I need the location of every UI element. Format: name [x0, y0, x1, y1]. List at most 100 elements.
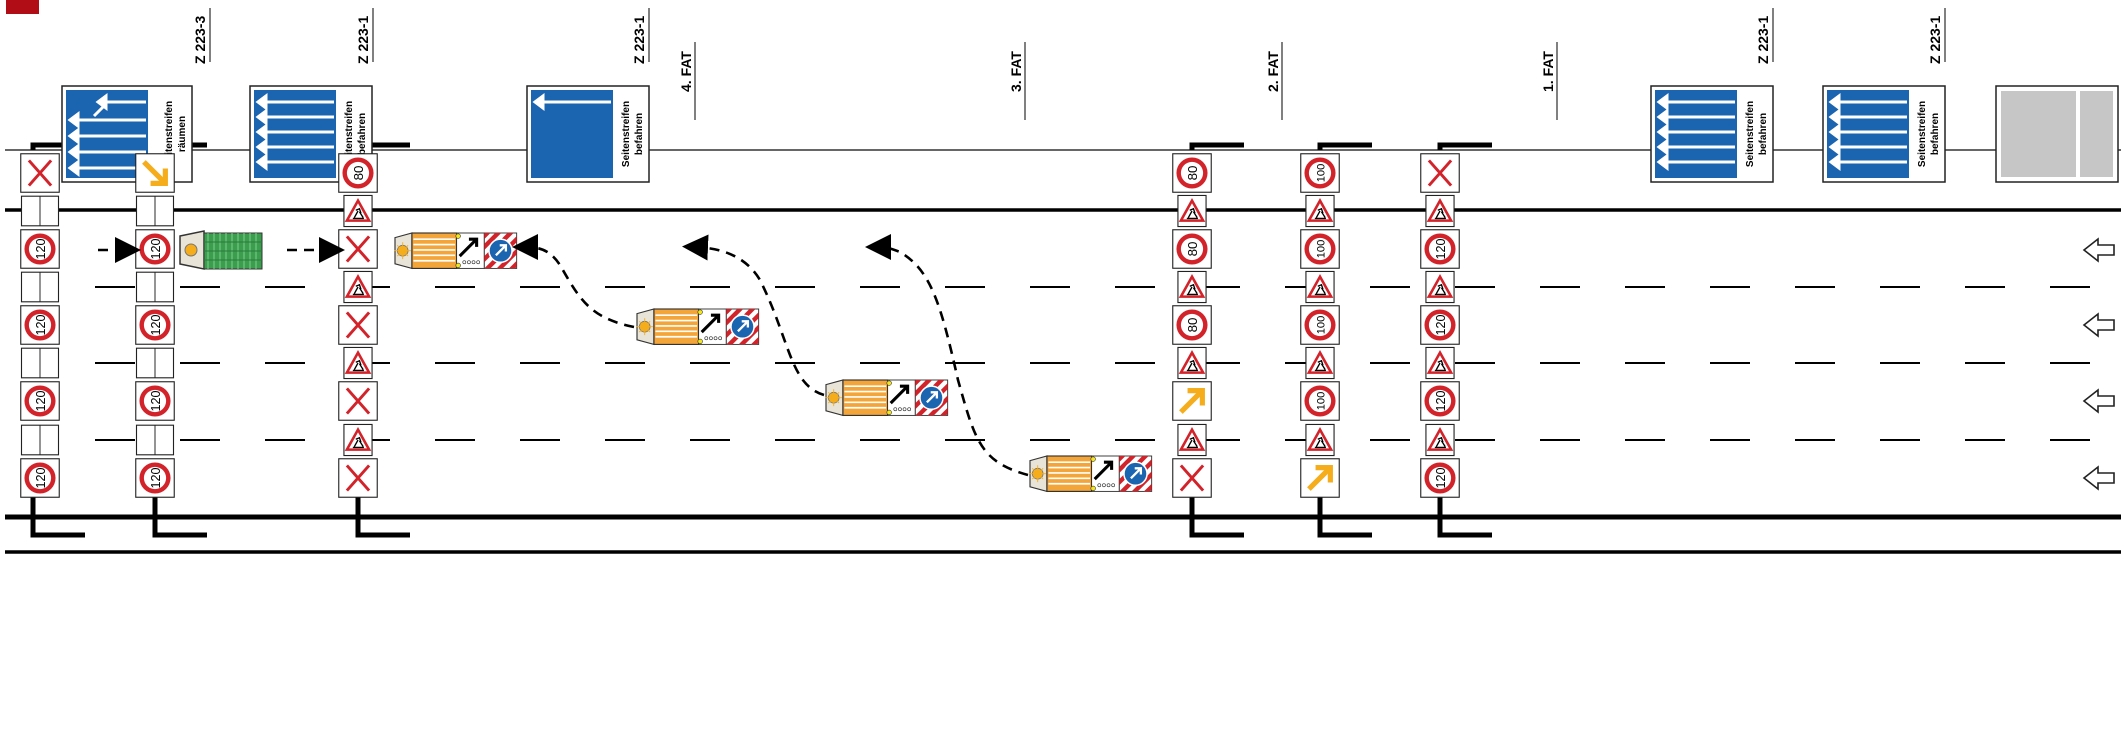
sign-text-line2: befahren — [1930, 113, 1941, 155]
corner-marker — [6, 0, 39, 14]
roadwork-warning-icon — [342, 346, 374, 380]
diagonal-arrow-up-icon — [1173, 382, 1211, 420]
svg-text:120: 120 — [34, 315, 48, 336]
overhead-sign-befahren: Seitenstreifen befahren — [1822, 85, 1946, 183]
roadwork-warning-icon — [1424, 346, 1456, 380]
sign-code-z223-1: Z 223-1 — [1755, 16, 1771, 64]
sign-text-line2: befahren — [634, 113, 645, 155]
sign-text-line1: Seitenstreifen — [621, 101, 632, 167]
svg-text:120: 120 — [34, 390, 48, 411]
overhead-sign-blank — [1995, 85, 2119, 183]
overhead-sign-befahren: Seitenstreifen befahren — [1650, 85, 1774, 183]
lamp-trailer — [179, 230, 263, 270]
fat-label-2: 2. FAT — [1265, 51, 1281, 92]
roadwork-warning-icon — [1176, 194, 1208, 228]
speed-limit-sign: 120 — [135, 229, 175, 269]
svg-text:120: 120 — [34, 238, 48, 259]
lane-closed-icon — [337, 228, 379, 270]
roadwork-warning-icon — [1176, 346, 1208, 380]
path-arrow — [865, 234, 1029, 477]
safety-trailer-2 — [823, 378, 950, 417]
fat-label-4: 4. FAT — [678, 51, 694, 92]
gantry-blank-panel — [20, 195, 60, 227]
gantry-blank-panel — [135, 195, 175, 227]
roadwork-warning-icon — [1304, 346, 1336, 380]
roadwork-warning-icon — [1176, 423, 1208, 457]
overhead-sign-befahren: Seitenstreifen befahren — [526, 85, 650, 183]
sign-text-line1: Seitenstreifen — [1745, 101, 1756, 167]
svg-text:120: 120 — [149, 390, 163, 411]
sign-text-line2: räumen — [177, 116, 188, 152]
speed-limit-sign: 80 — [1172, 153, 1212, 193]
sign-code-z223-1: Z 223-1 — [1927, 16, 1943, 64]
speed-limit-sign: 80 — [1172, 305, 1212, 345]
svg-text:100: 100 — [1315, 316, 1327, 335]
traffic-direction-arrow-icon — [2083, 238, 2115, 262]
roadwork-warning-icon — [342, 194, 374, 228]
roadwork-warning-icon — [1304, 270, 1336, 304]
gantry-blank-panel — [20, 271, 60, 303]
gantry-column: 100 100 100 100 — [1300, 153, 1340, 497]
speed-limit-sign: 100 — [1300, 229, 1340, 269]
fat-label-1: 1. FAT — [1540, 51, 1556, 92]
gantry-column: 120 120 120 120 — [1419, 152, 1461, 498]
svg-text:100: 100 — [1315, 164, 1327, 183]
gantry-column: 120 120 120 120 — [135, 154, 175, 498]
speed-limit-sign: 120 — [1420, 381, 1460, 421]
speed-limit-sign: 120 — [135, 458, 175, 498]
speed-limit-sign: 120 — [1420, 305, 1460, 345]
path-arrow — [512, 234, 635, 329]
svg-text:120: 120 — [1434, 468, 1448, 489]
lane-closed-icon — [337, 304, 379, 346]
sign-text-line1: Seitenstreifen — [344, 101, 355, 167]
traffic-direction-arrow-icon — [2083, 389, 2115, 413]
speed-limit-sign: 120 — [20, 305, 60, 345]
speed-limit-sign: 120 — [20, 458, 60, 498]
svg-text:120: 120 — [34, 468, 48, 489]
svg-text:80: 80 — [351, 166, 366, 181]
traffic-direction-arrow-icon — [2083, 466, 2115, 490]
safety-trailer-1 — [1027, 454, 1154, 493]
gantry-column: 120 120 120 120 — [19, 152, 61, 498]
overhead-sign-raeumen: Seitenstreifen räumen — [61, 85, 193, 183]
roadwork-warning-icon — [1304, 423, 1336, 457]
svg-text:120: 120 — [149, 468, 163, 489]
speed-limit-sign: 100 — [1300, 305, 1340, 345]
gantry-blank-panel — [20, 424, 60, 456]
svg-text:80: 80 — [1185, 242, 1200, 257]
sign-text-line2: befahren — [357, 113, 368, 155]
sign-code-z223-1: Z 223-1 — [355, 16, 371, 64]
speed-limit-sign: 120 — [1420, 458, 1460, 498]
lane-closed-icon — [19, 152, 61, 194]
speed-limit-sign: 120 — [135, 381, 175, 421]
speed-limit-sign: 120 — [1420, 229, 1460, 269]
gantry-blank-panel — [135, 347, 175, 379]
sign-text-line1: Seitenstreifen — [164, 101, 175, 167]
svg-text:120: 120 — [1434, 390, 1448, 411]
speed-limit-sign: 100 — [1300, 381, 1340, 421]
lane-closed-icon — [337, 380, 379, 422]
speed-limit-sign: 120 — [20, 381, 60, 421]
svg-text:80: 80 — [1185, 166, 1200, 181]
speed-limit-sign: 120 — [135, 305, 175, 345]
safety-trailer-3 — [634, 307, 761, 346]
gantry-column: 80 — [337, 153, 379, 499]
lane-closed-icon — [1171, 457, 1213, 499]
traffic-direction-arrow-icon — [2083, 313, 2115, 337]
roadwork-warning-icon — [342, 270, 374, 304]
roadwork-warning-icon — [342, 423, 374, 457]
svg-text:100: 100 — [1315, 240, 1327, 259]
roadwork-warning-icon — [1176, 270, 1208, 304]
fat-labels: 4. FAT 3. FAT 2. FAT 1. FAT — [678, 42, 1558, 120]
svg-text:120: 120 — [149, 315, 163, 336]
speed-limit-sign: 80 — [338, 153, 378, 193]
sign-code-labels: Z 223-3 Z 223-1 Z 223-1 Z 223-1 Z 223-1 — [192, 8, 1946, 64]
speed-limit-sign: 80 — [1172, 229, 1212, 269]
roadwork-warning-icon — [1424, 423, 1456, 457]
gantry-blank-panel — [135, 424, 175, 456]
roadwork-warning-icon — [1304, 194, 1336, 228]
sign-code-z223-3: Z 223-3 — [192, 16, 208, 64]
sign-text-line1: Seitenstreifen — [1917, 101, 1928, 167]
lane-closed-icon — [1419, 152, 1461, 194]
